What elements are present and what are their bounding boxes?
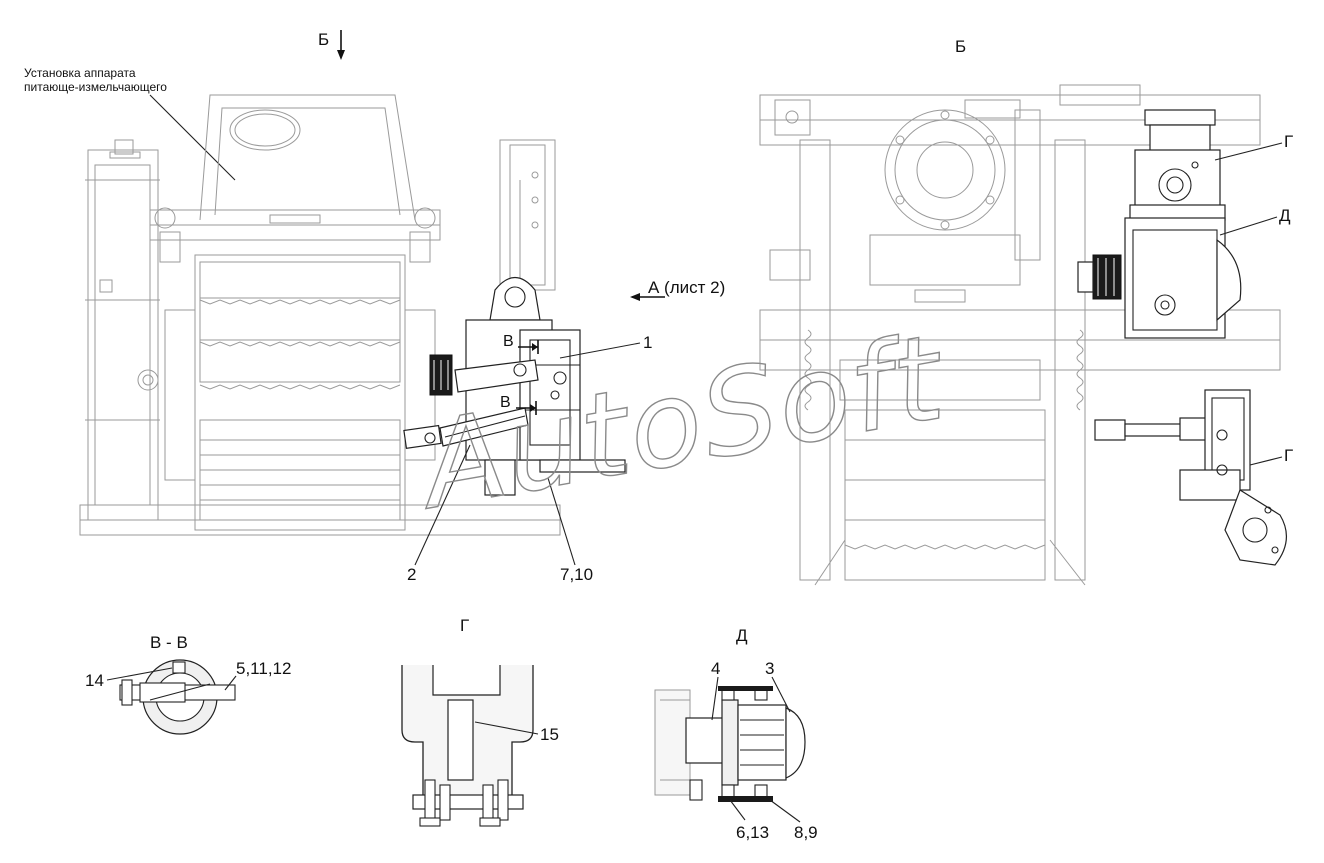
callout-g-lower-leader [1249,456,1283,466]
callout-3: 3 [765,659,774,678]
motor-unit [1077,217,1242,339]
right-view-title: Б [955,37,966,56]
callout-8-9-leader [769,799,801,823]
view-a-label: А (лист 2) [648,278,725,297]
lower-drive [1094,389,1287,566]
callout-g-upper: Г [1284,132,1293,151]
section-mark-top: В [503,333,514,350]
view-a-arrow-head [630,293,640,301]
right-view: Б [759,37,1293,586]
right-frame [759,84,1281,581]
detail-vv-title: В - В [150,633,188,652]
callout-5-11-12: 5,11,12 [236,659,291,678]
callout-1: 1 [643,333,652,352]
left-view: Б Установка аппарата питающе-измельчающе… [24,30,725,584]
view-arrow-label: Б [318,30,329,49]
callout-5-11-12-leader [224,675,237,691]
callout-3-leader [771,676,791,713]
callout-14: 14 [85,671,104,690]
callout-7-10: 7,10 [560,565,593,584]
detail-d: Д 4 3 6,13 8,9 [654,626,818,842]
callout-4: 4 [711,659,720,678]
callout-6-13-leader [729,799,746,821]
upper-gearbox [1129,109,1226,221]
callout-d-leader [1219,216,1278,236]
callout-2: 2 [407,565,416,584]
callout-8-9: 8,9 [794,823,818,842]
view-arrow-head [337,50,345,60]
callout-14-leader [106,667,173,681]
detail-section-vv: В - В 14 5,11,12 [85,633,291,735]
callout-2-leader [414,444,471,566]
section-marks: В В [500,333,539,415]
caption-line-1: Установка аппарата [24,66,136,80]
caption-line-2: питающе-измельчающего [24,80,167,94]
callout-4-leader [711,676,719,721]
callout-15: 15 [540,725,559,744]
callout-6-13: 6,13 [736,823,769,842]
right-roller-block [804,329,1086,586]
callout-g-lower: Г [1284,446,1293,465]
feed-rollers [137,254,436,531]
callout-d: Д [1279,206,1291,225]
detail-g-title: Г [460,616,469,635]
detail-d-title: Д [736,626,748,645]
caption-leader [149,94,236,181]
section-mark-bottom: В [500,394,511,411]
callout-15-leader [474,721,539,735]
right-rotor-flange [869,109,1021,303]
detail-g: Г 15 [401,616,559,827]
callout-7-10-leader [547,477,576,566]
callout-1-leader [559,342,641,359]
feeder-housing [149,94,441,263]
callout-g-upper-leader [1214,142,1283,161]
